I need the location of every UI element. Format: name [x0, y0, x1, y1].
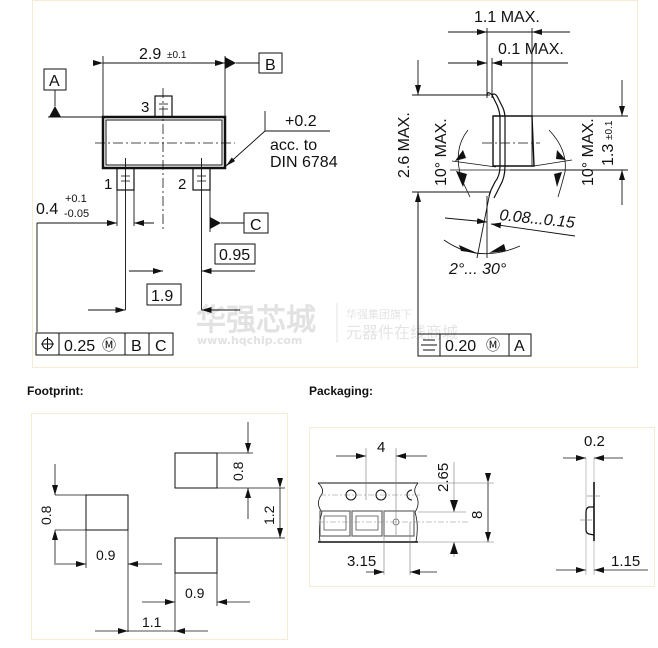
position-ref-b: B	[131, 338, 142, 355]
lead-angle-arc	[443, 239, 521, 255]
datum-c-frame	[243, 212, 269, 234]
pin-1-label: 1	[104, 176, 112, 193]
watermark-line2: 元器件在线商城	[346, 323, 458, 342]
position-ref-c: C	[155, 338, 167, 355]
packaging-heading: Packaging:	[309, 384, 374, 398]
pitch-value: 0.95	[219, 247, 250, 264]
footprint-pad-top-right	[174, 452, 218, 489]
watermark-line1: 华强集团旗下	[346, 307, 412, 321]
top-view	[35, 52, 330, 356]
footprint-pad-spacing: 1.1	[142, 614, 162, 630]
watermark-brand: 华强芯城	[196, 303, 316, 338]
symmetry-tolerance-value: 0.20	[445, 338, 476, 355]
draft-right-label: 10° MAX.	[580, 118, 597, 186]
position-tolerance-value: 0.25	[64, 338, 95, 355]
footprint-drawing	[52, 422, 285, 634]
side-view-labels: 1.1 MAX. 0.1 MAX. 2.6 MAX. 10° MAX. 10° …	[396, 9, 617, 355]
side-body	[492, 115, 535, 167]
lead-thickness-dimension	[490, 222, 576, 237]
pin-span-box	[146, 283, 182, 306]
tape-pocket-filled	[319, 510, 351, 537]
pin-3-lead	[154, 95, 173, 118]
lead-angle-label: 2°... 30°	[448, 261, 507, 278]
packaging-cover-thickness: 0.2	[584, 433, 605, 450]
packaging-tape-depth: 1.15	[611, 553, 640, 570]
symmetry-ref-a: A	[514, 338, 525, 355]
draft-left-label: 10° MAX.	[433, 118, 450, 186]
body-width-value: 2.9	[139, 46, 161, 63]
sprocket-hole	[375, 489, 387, 501]
side-view	[412, 28, 628, 357]
overall-width-label: 1.1 MAX.	[474, 9, 540, 26]
packaging-tape-width: 8	[469, 511, 486, 519]
pin-3-label: 3	[141, 99, 149, 116]
lead-profile-outer	[486, 92, 501, 197]
symmetry-mmc-icon: Ⓜ	[486, 337, 500, 353]
sprocket-hole	[345, 489, 357, 501]
datum-a-label: A	[49, 73, 60, 90]
edge-note-tolerance: +0.2	[285, 113, 317, 130]
lead-profile-inner	[491, 93, 506, 199]
edge-note-line2: DIN 6784	[270, 154, 338, 171]
datum-c-label: C	[250, 217, 262, 234]
lead-width-value: 0.4	[36, 201, 58, 218]
footprint-pad-height-left: 0.8	[38, 505, 54, 525]
carrier-pocket-profile	[585, 506, 595, 536]
height-label: 2.6 MAX.	[396, 112, 413, 178]
package-body-outline	[101, 115, 227, 170]
footprint-pad-gap: 1.2	[261, 505, 277, 525]
lead-width-tol-minus: -0.05	[64, 208, 89, 220]
position-tolerance-frame	[35, 332, 174, 356]
pitch-box	[214, 243, 256, 265]
pin-2-label: 2	[178, 176, 186, 193]
packaging-hole-offset: 2.65	[435, 463, 452, 492]
top-view-labels: 2.9 ±0.1 B A 3 1 2 +0.2 acc. to DIN 6784…	[36, 46, 338, 355]
edge-note-leader	[225, 130, 266, 167]
footprint-heading: Footprint:	[27, 384, 84, 398]
packaging-labels: 4 2.65 8 3.15 0.2 1.15	[347, 433, 640, 570]
footprint-pad-height-right: 0.8	[230, 461, 246, 481]
package-body-inner	[105, 119, 223, 166]
lead-thickness-label: 0.08...0.15	[499, 207, 576, 232]
edge-note-line1: acc. to	[270, 137, 317, 154]
packaging-pocket-offset: 3.15	[347, 553, 376, 570]
watermark-url: www.hqchip.com	[197, 334, 302, 347]
standoff-label: 0.1 MAX.	[498, 41, 564, 58]
packaging-drawing	[317, 448, 648, 575]
symmetry-tolerance-frame	[417, 333, 532, 357]
datum-b-frame	[258, 52, 283, 74]
datum-b-label: B	[265, 57, 276, 74]
footprint-pad-bottom-right	[174, 537, 218, 574]
watermark: 华强芯城 www.hqchip.com 华强集团旗下 元器件在线商城	[196, 303, 458, 347]
lead-width-tol-plus: +0.1	[65, 193, 87, 205]
footprint-pad-left	[85, 494, 129, 531]
footprint-pad-width-left: 0.9	[96, 547, 116, 563]
footprint-labels: 0.8 0.9 0.8 1.2 0.9 1.1	[38, 461, 277, 630]
packaging-panel	[309, 427, 655, 587]
body-height-tolerance: ±0.1	[604, 120, 615, 140]
mmc-modifier-icon: Ⓜ	[102, 337, 116, 353]
body-width-tolerance: ±0.1	[167, 50, 187, 61]
sprocket-hole	[406, 489, 413, 501]
pin-span-value: 1.9	[151, 288, 173, 305]
packaging-pitch: 4	[377, 439, 385, 456]
body-height-label: 1.3	[600, 144, 617, 166]
tape-pocket-filled	[351, 510, 383, 537]
footprint-pad-width-right: 0.9	[185, 585, 205, 601]
